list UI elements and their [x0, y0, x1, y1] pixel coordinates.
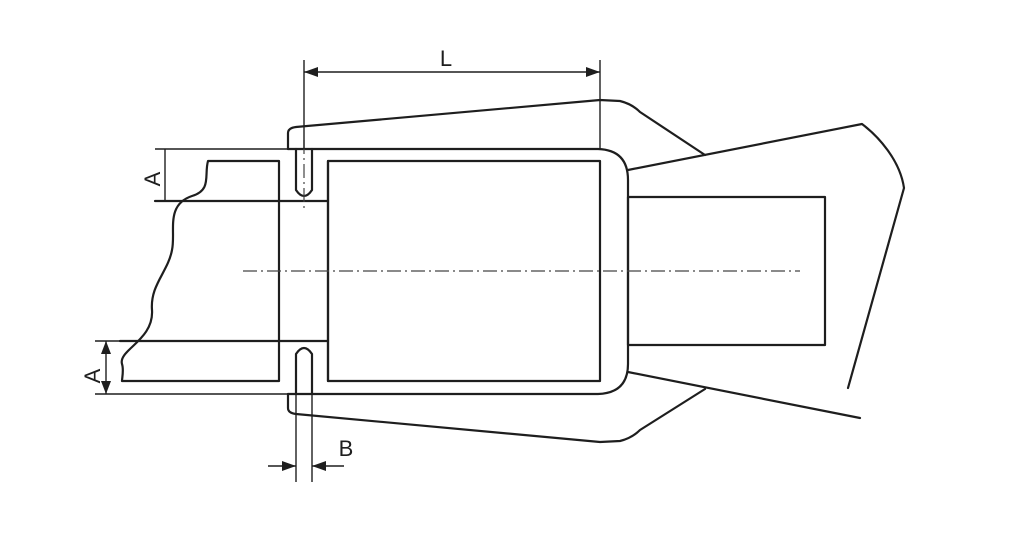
label-a-top: A: [140, 171, 165, 186]
workpiece-contour: [120, 159, 281, 383]
arrow-b-right: [312, 461, 326, 471]
upper-jaw: [286, 98, 707, 157]
arrow-a-up: [101, 341, 111, 354]
label-l: L: [440, 46, 452, 71]
housing-outer: [286, 147, 630, 396]
arrow-l-left: [304, 67, 318, 77]
arrow-b-left: [282, 461, 296, 471]
tool-body-upper-edge: [626, 122, 906, 390]
dimension-a-bottom: A: [80, 340, 288, 395]
dimension-b: B: [268, 394, 353, 482]
lower-jaw: [286, 387, 707, 444]
dimension-l: L: [303, 46, 601, 149]
label-b: B: [339, 436, 354, 461]
lower-pin: [294, 346, 314, 396]
tool-body-lower-edge: [626, 370, 862, 420]
dimension-a-top: A: [140, 148, 288, 202]
arrow-a-down: [101, 381, 111, 394]
label-a-bottom: A: [80, 368, 105, 383]
arrow-l-right: [586, 67, 600, 77]
